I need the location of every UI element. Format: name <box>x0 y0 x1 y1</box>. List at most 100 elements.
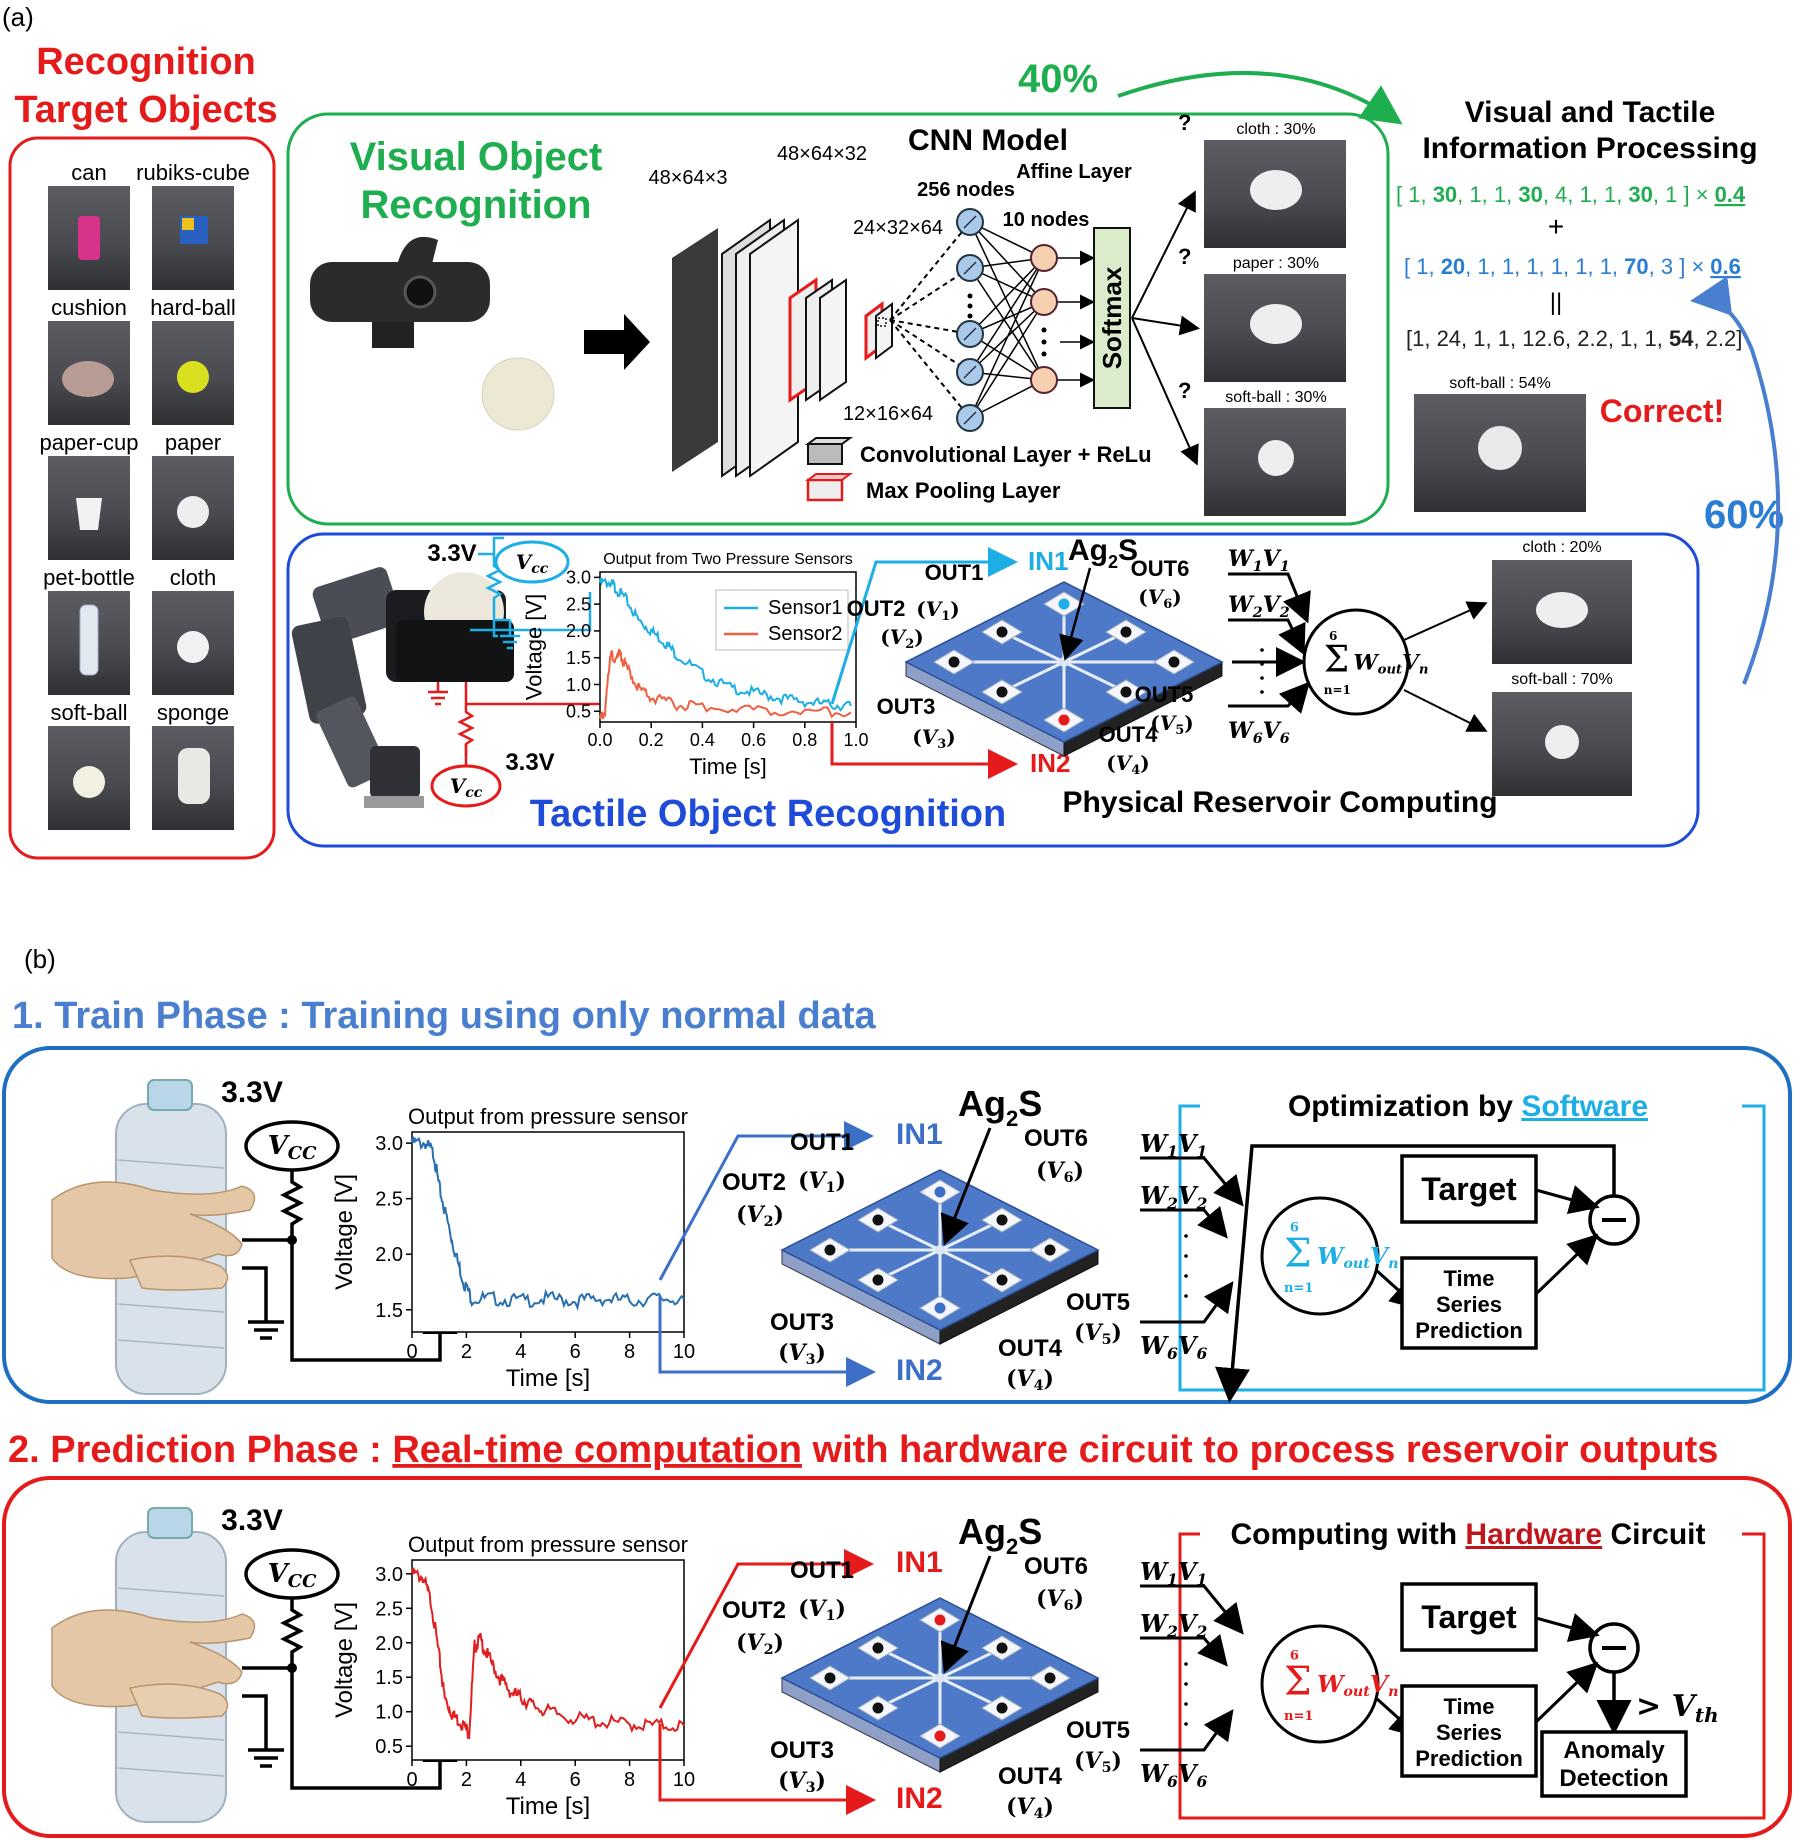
electrode-label: (V3) <box>778 1768 826 1796</box>
electrode-pad <box>872 1274 884 1286</box>
electrode-label: OUT1 <box>925 560 984 585</box>
y-axis-label: Voltage [V] <box>331 1602 358 1718</box>
final-label: soft-ball : 54% <box>1449 375 1550 392</box>
v33-top: 3.3V <box>427 540 476 567</box>
electrode-pad <box>1168 656 1180 668</box>
weight-input-label: W6V6 <box>1228 718 1290 747</box>
result-vector: [1, 24, 1, 1, 12.6, 2.2, 1, 1, 54, 2.2] <box>1406 326 1742 351</box>
electrode-pad <box>934 1730 946 1742</box>
object-label-cloth: cloth <box>170 565 216 590</box>
electrode-label: OUT5 <box>1066 1717 1130 1744</box>
x-tick-label: 8 <box>624 1341 635 1363</box>
electrode-label: OUT3 <box>770 1737 834 1764</box>
series-line <box>411 1136 685 1311</box>
electrode-pad <box>1044 1244 1056 1256</box>
pct-visual: 40% <box>1018 57 1098 101</box>
tsp-label: Series <box>1436 1292 1502 1317</box>
readout-bracket <box>1178 1104 1766 1392</box>
electrode-label: OUT3 <box>877 694 936 719</box>
x-tick-label: 2 <box>461 1769 472 1791</box>
x-tick-label: 6 <box>570 1341 581 1363</box>
electrode-pad <box>996 686 1008 698</box>
svg-text:6: 6 <box>1290 1221 1299 1236</box>
summation-formula: Σ <box>1324 639 1349 680</box>
question-mark: ? <box>1178 110 1191 135</box>
x-tick-label: 0 <box>406 1769 417 1791</box>
object-label-rubiks-cube: rubiks-cube <box>136 160 250 185</box>
x-tick-label: 0.0 <box>587 730 612 750</box>
electrode-label: OUT3 <box>770 1309 834 1336</box>
electrode-label: OUT6 <box>1131 556 1190 581</box>
weight-input-label: W6V6 <box>1140 1331 1207 1363</box>
x-axis-label: Time [s] <box>689 754 766 779</box>
fusion-title-1: Visual and Tactile <box>1465 96 1716 129</box>
output-node <box>1030 244 1058 272</box>
cnn-diagram: CNN Model Affine Layer 48×64×3 48×64×32 … <box>649 124 1152 503</box>
fusion-title-2: Information Processing <box>1422 132 1757 165</box>
weight-input-label: W2V2 <box>1228 592 1290 621</box>
targets-title-2: Target Objects <box>14 89 277 131</box>
legend-pool: Max Pooling Layer <box>866 478 1061 503</box>
train-heading: 1. Train Phase : Training using only nor… <box>12 995 876 1037</box>
y-tick-label: 2.5 <box>375 1189 403 1211</box>
weight-input-label: W1V1 <box>1140 1129 1207 1161</box>
electrode-label: (V4) <box>1006 1794 1054 1822</box>
flow-arrow <box>584 314 650 370</box>
webcam-icon <box>310 236 490 348</box>
tsp-label: Time <box>1444 1266 1495 1291</box>
electrode-label: (V2) <box>880 625 924 652</box>
tactile-recognition-panel: 3.3V Vcc Vcc 3.3V Output from Two Pressu… <box>286 532 1700 848</box>
y-tick-label: 1.5 <box>375 1300 403 1322</box>
visual-result-label: soft-ball : 30% <box>1225 389 1326 406</box>
svg-text:n=1: n=1 <box>1284 1709 1313 1724</box>
series-line <box>599 577 852 712</box>
electrode-pad <box>996 626 1008 638</box>
y-tick-label: 0.5 <box>566 702 591 722</box>
input-2-label: IN2 <box>896 1782 943 1815</box>
y-tick-label: 2.0 <box>375 1244 403 1266</box>
object-label-hard-ball: hard-ball <box>150 295 236 320</box>
readout-bracket <box>1178 1532 1766 1820</box>
summation-formula: Σ <box>1284 1231 1312 1276</box>
output-node <box>1030 366 1058 394</box>
electrode-label: (V2) <box>736 1630 784 1658</box>
y-tick-label: 2.5 <box>566 594 591 614</box>
dim-pool1: 24×32×64 <box>853 217 943 239</box>
electrode-pad <box>996 1274 1008 1286</box>
electrode-label: (V1) <box>916 597 960 624</box>
tactile-result-label: cloth : 20% <box>1522 539 1601 556</box>
input-2-label: IN2 <box>896 1354 943 1387</box>
tsp-label: Prediction <box>1415 1318 1523 1343</box>
summation-node <box>1260 1624 1380 1744</box>
electrode-label: (V3) <box>778 1340 826 1368</box>
y-tick-label: 1.0 <box>566 675 591 695</box>
electrode-label: (V6) <box>1036 1158 1084 1186</box>
predict-box <box>2 1476 1792 1838</box>
electrode-label: (V5) <box>1150 711 1194 738</box>
softmax-label: Softmax <box>1097 266 1127 369</box>
electrode-label: (V4) <box>1006 1366 1054 1394</box>
visual-vector: [ 1, 30, 1, 1, 30, 4, 1, 1, 30, 1 ] ×0.4 <box>1396 182 1746 207</box>
electrode-label: OUT2 <box>722 1169 786 1196</box>
y-tick-label: 3.0 <box>375 1564 403 1586</box>
nodes-256: 256 nodes <box>917 179 1015 201</box>
tactile-result-label: soft-ball : 70% <box>1511 671 1612 688</box>
x-tick-label: 8 <box>624 1769 635 1791</box>
electrode-pad <box>872 1702 884 1714</box>
x-axis-label: Time [s] <box>506 1793 590 1820</box>
y-tick-label: 1.5 <box>375 1667 403 1689</box>
tactile-title: Tactile Object Recognition <box>530 793 1006 835</box>
electrode-pad <box>824 1672 836 1684</box>
electrode-label: (V5) <box>1074 1320 1122 1348</box>
electrode-label: (V2) <box>736 1202 784 1230</box>
cnn-title: CNN Model <box>908 124 1068 157</box>
arrow-40 <box>1117 71 1403 125</box>
object-label-soft-ball: soft-ball <box>50 700 127 725</box>
chart-legend <box>715 589 849 651</box>
object-label-paper-cup: paper-cup <box>39 430 138 455</box>
tactile-box <box>286 532 1700 848</box>
prc-title: Physical Reservoir Computing <box>1062 786 1497 819</box>
arrow-in1-a <box>830 547 1018 705</box>
